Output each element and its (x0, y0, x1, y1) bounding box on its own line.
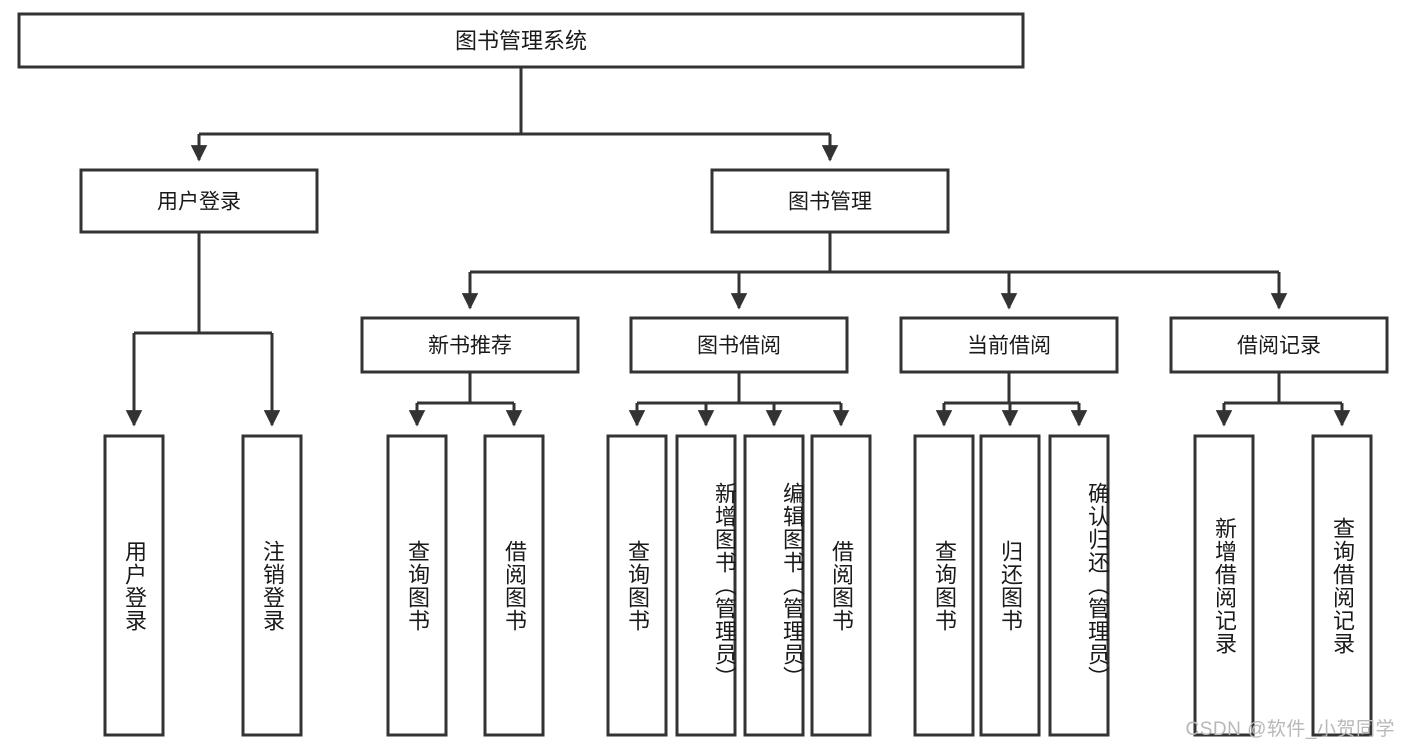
node-box-book-management[interactable] (710, 168, 950, 234)
node-box-new-book-recommend[interactable] (360, 316, 580, 374)
leaf-box-query-record[interactable] (1311, 434, 1373, 737)
leaf-box-edit-book[interactable] (743, 434, 805, 737)
node-box-root[interactable] (17, 12, 1025, 69)
leaf-box-borrow-book-1[interactable] (483, 434, 545, 737)
leaf-box-query-book-1[interactable] (386, 434, 448, 737)
leaf-box-return-book[interactable] (979, 434, 1041, 737)
node-label-current-borrow: 当前借阅 (967, 335, 1051, 358)
leaf-box-add-record[interactable] (1193, 434, 1255, 737)
leaf-box-confirm-return[interactable] (1048, 434, 1110, 737)
node-label-borrow-record: 借阅记录 (1237, 335, 1321, 358)
watermark-text: CSDN @软件_小贺同学 (1185, 719, 1395, 740)
node-box-current-borrow[interactable] (899, 316, 1119, 374)
leaf-box-query-book-3[interactable] (913, 434, 975, 737)
leaf-box-borrow-book-2[interactable] (810, 434, 872, 737)
leaf-box-logout-login[interactable] (241, 434, 303, 737)
node-label-book-management: 图书管理 (788, 191, 872, 214)
node-box-borrow-record[interactable] (1169, 316, 1389, 374)
node-label-root: 图书管理系统 (455, 29, 587, 54)
leaf-box-user-login[interactable] (103, 434, 165, 737)
node-box-user-login[interactable] (79, 168, 319, 234)
node-label-new-book-recommend: 新书推荐 (428, 335, 512, 358)
leaf-box-query-book-2[interactable] (606, 434, 668, 737)
node-box-book-borrow[interactable] (629, 316, 849, 374)
node-label-user-login: 用户登录 (157, 191, 241, 214)
leaf-box-add-book[interactable] (675, 434, 737, 737)
node-label-book-borrow: 图书借阅 (697, 335, 781, 358)
